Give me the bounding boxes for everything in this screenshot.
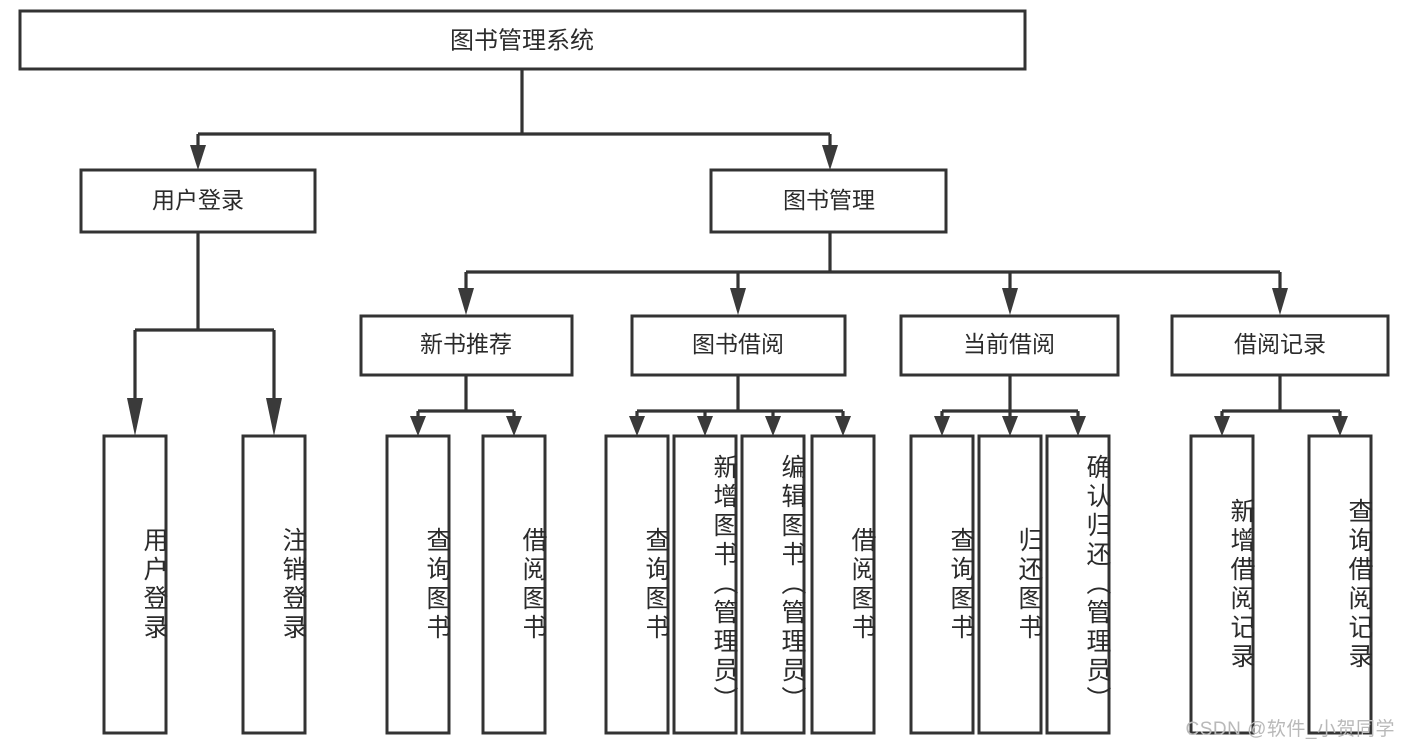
node-leaf-query-borrow-record[interactable]	[1307, 434, 1373, 735]
node-label-root: 图书管理系统	[450, 27, 594, 54]
connector-user-login-to-leaves	[127, 232, 282, 436]
connector-new-book-recommend-to-leaves	[410, 375, 522, 436]
node-leaf-edit-book-admin[interactable]	[740, 434, 806, 735]
node-label-book-management: 图书管理	[783, 187, 875, 213]
watermark: CSDN @软件_小贺同学	[1185, 719, 1395, 740]
node-label-current-borrow: 当前借阅	[963, 331, 1055, 357]
node-label-new-book-recommend: 新书推荐	[420, 331, 512, 357]
node-leaf-logout-login[interactable]	[241, 434, 307, 735]
connector-current-borrow-to-leaves	[934, 375, 1086, 436]
connector-borrow-record-to-leaves	[1214, 375, 1348, 436]
node-leaf-add-borrow-record[interactable]	[1189, 434, 1255, 735]
node-new-book-recommend[interactable]: 新书推荐	[359, 314, 574, 377]
node-leaf-add-book-admin[interactable]	[672, 434, 738, 735]
node-root-library-management-system[interactable]: 图书管理系统	[18, 9, 1027, 71]
connector-book-management-to-level2	[458, 232, 1288, 315]
node-book-management[interactable]: 图书管理	[709, 168, 948, 234]
node-book-borrow[interactable]: 图书借阅	[630, 314, 847, 377]
node-leaf-borrow-book-2[interactable]	[810, 434, 876, 735]
node-leaf-return-book[interactable]	[977, 434, 1043, 735]
leaf-boxes	[102, 434, 1373, 735]
node-leaf-query-book-1[interactable]	[385, 434, 451, 735]
connector-root-to-level1	[196, 69, 832, 148]
node-current-borrow[interactable]: 当前借阅	[899, 314, 1120, 377]
node-user-login[interactable]: 用户登录	[79, 168, 317, 234]
node-leaf-borrow-book-1[interactable]	[481, 434, 547, 735]
node-borrow-record[interactable]: 借阅记录	[1170, 314, 1390, 377]
arrow-to-book-management	[822, 145, 838, 170]
arrow-to-user-login	[190, 145, 206, 170]
node-leaf-query-book-2[interactable]	[604, 434, 670, 735]
node-leaf-query-book-3[interactable]	[909, 434, 975, 735]
node-label-borrow-record: 借阅记录	[1234, 331, 1326, 357]
node-leaf-confirm-return-admin[interactable]	[1045, 434, 1111, 735]
connector-book-borrow-to-leaves	[629, 375, 851, 436]
node-label-book-borrow: 图书借阅	[692, 331, 784, 357]
node-label-user-login: 用户登录	[152, 187, 244, 213]
node-leaf-user-login[interactable]	[102, 434, 168, 735]
